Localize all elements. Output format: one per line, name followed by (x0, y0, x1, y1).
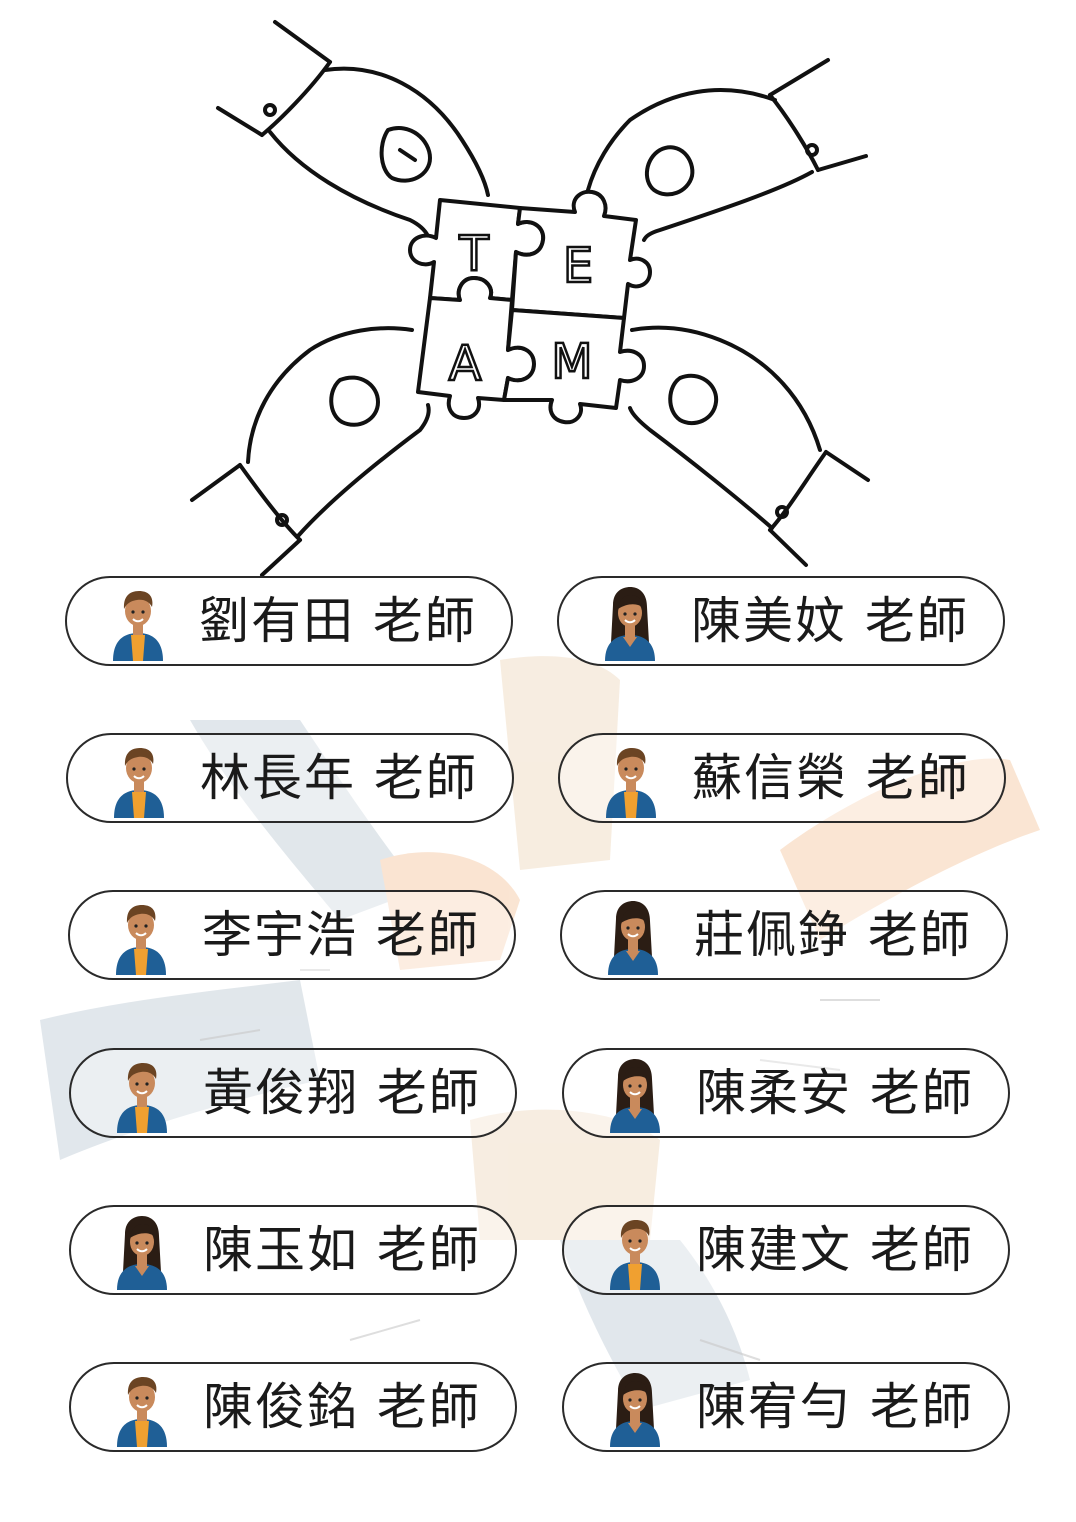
teacher-name: 黃俊翔 老師 (203, 1064, 481, 1122)
puzzle-pieces (408, 189, 652, 425)
male-avatar-icon (113, 1371, 171, 1447)
male-avatar-icon (113, 1057, 171, 1133)
teacher-card-5: 李宇浩 老師 (68, 890, 516, 980)
male-avatar-icon (109, 585, 167, 661)
teacher-card-8: 陳柔安 老師 (562, 1048, 1010, 1138)
male-avatar-icon (602, 742, 660, 818)
male-avatar-icon (112, 899, 170, 975)
teacher-name: 李宇浩 老師 (202, 906, 480, 964)
male-avatar-icon (606, 1214, 664, 1290)
teacher-card-4: 蘇信榮 老師 (558, 733, 1006, 823)
teacher-card-3: 林長年 老師 (66, 733, 514, 823)
teacher-name: 陳宥勻 老師 (696, 1378, 974, 1436)
teacher-card-11: 陳俊銘 老師 (69, 1362, 517, 1452)
teacher-card-1: 劉有田 老師 (65, 576, 513, 666)
female-avatar-icon (601, 585, 659, 661)
teacher-name: 陳建文 老師 (696, 1221, 974, 1279)
puzzle-letter-a: A (449, 336, 482, 392)
hand-bottom-right (628, 325, 870, 567)
female-avatar-icon (113, 1214, 171, 1290)
puzzle-letter-e: E (563, 238, 593, 294)
hand-bottom-left (190, 326, 431, 577)
teacher-name: 陳柔安 老師 (696, 1064, 974, 1122)
hand-top-right (586, 58, 868, 242)
bg-hand-blue-bottom (560, 1240, 750, 1410)
teacher-name: 陳玉如 老師 (203, 1221, 481, 1279)
bg-hand-blue-topleft (190, 720, 420, 920)
female-avatar-icon (606, 1057, 664, 1133)
teacher-card-12: 陳宥勻 老師 (562, 1362, 1010, 1452)
teacher-card-6: 莊佩錚 老師 (560, 890, 1008, 980)
teacher-name: 陳美妏 老師 (691, 592, 969, 650)
teacher-name: 陳俊銘 老師 (203, 1378, 481, 1436)
teacher-card-7: 黃俊翔 老師 (69, 1048, 517, 1138)
teacher-card-2: 陳美妏 老師 (557, 576, 1005, 666)
hand-top-left (216, 20, 490, 238)
bg-hand-beige-bottom (470, 1109, 660, 1240)
teacher-name: 蘇信榮 老師 (692, 749, 970, 807)
teacher-card-10: 陳建文 老師 (562, 1205, 1010, 1295)
teacher-name: 劉有田 老師 (199, 592, 477, 650)
teacher-card-9: 陳玉如 老師 (69, 1205, 517, 1295)
teacher-name: 莊佩錚 老師 (694, 906, 972, 964)
teacher-name: 林長年 老師 (200, 749, 478, 807)
team-puzzle-hands-illustration: T E A M (190, 20, 870, 577)
male-avatar-icon (110, 742, 168, 818)
puzzle-letter-t: T (458, 226, 489, 282)
puzzle-letter-m: M (551, 334, 592, 390)
female-avatar-icon (604, 899, 662, 975)
female-avatar-icon (606, 1371, 664, 1447)
